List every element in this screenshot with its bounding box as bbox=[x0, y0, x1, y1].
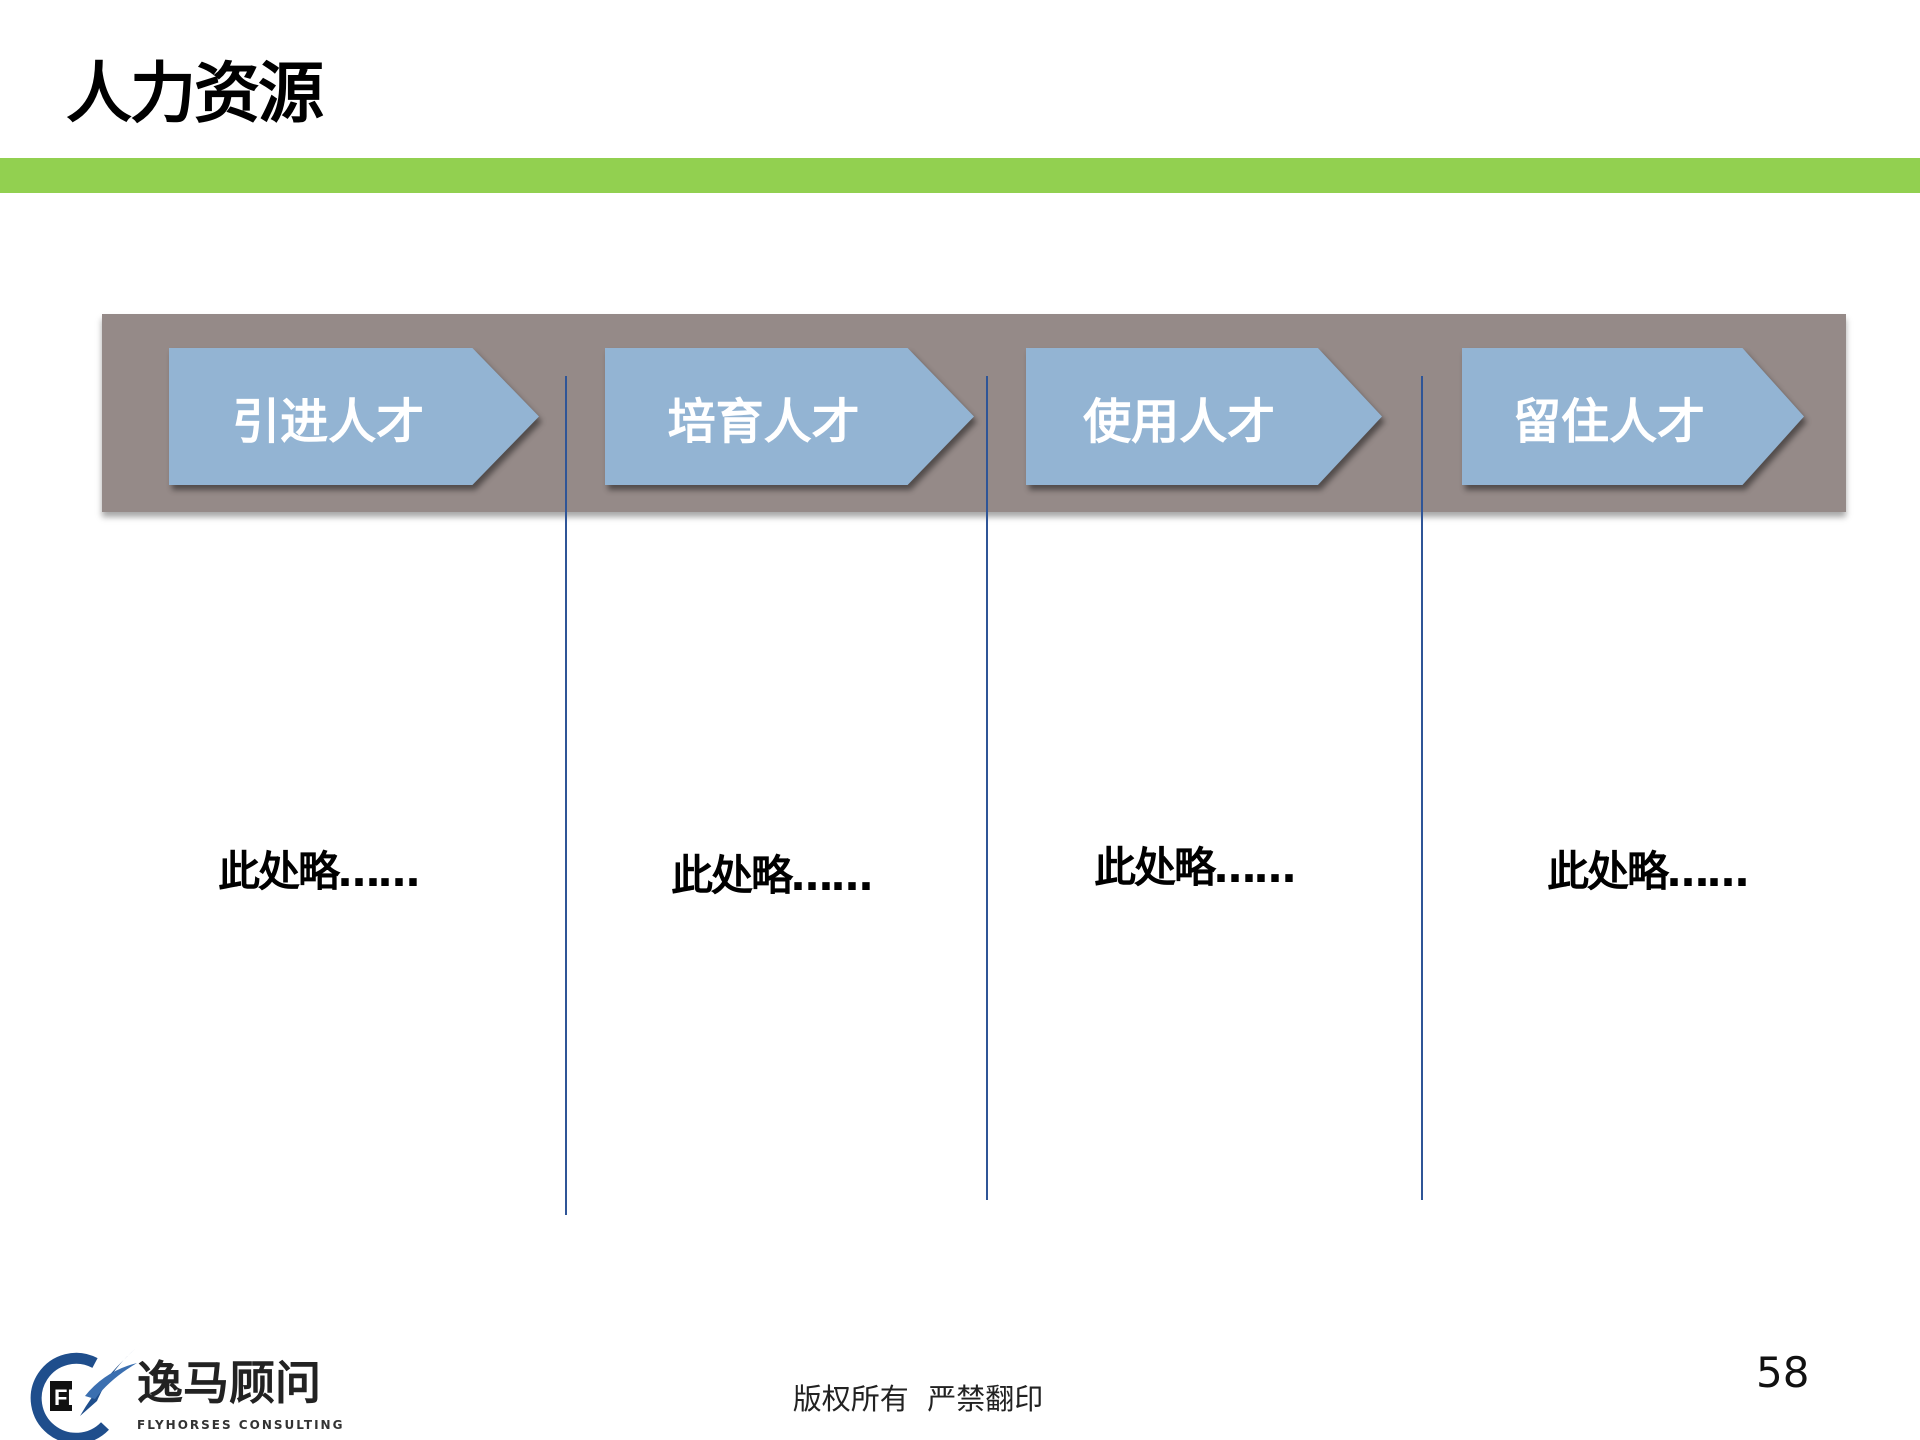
step-note-3: 此处略…… bbox=[1093, 843, 1296, 892]
step-label: 引进人才 bbox=[232, 393, 425, 450]
company-logo: FH 逸马顾问 FLYHORSES CONSULTING bbox=[30, 1349, 344, 1440]
step-label: 使用人才 bbox=[1083, 393, 1276, 450]
column-divider bbox=[986, 376, 988, 1200]
step-note-1: 此处略…… bbox=[217, 847, 420, 896]
page-number: 58 bbox=[1756, 1348, 1810, 1397]
process-step-3: 使用人才 bbox=[1026, 348, 1382, 485]
column-divider bbox=[565, 376, 567, 1215]
logo-en-text: FLYHORSES CONSULTING bbox=[137, 1418, 344, 1432]
step-label: 培育人才 bbox=[667, 393, 860, 450]
page-title: 人力资源 bbox=[66, 55, 324, 132]
process-step-2: 培育人才 bbox=[605, 348, 974, 485]
logo-mark: FH bbox=[54, 1385, 83, 1410]
step-label: 留住人才 bbox=[1513, 393, 1706, 450]
logo-cn-text: 逸马顾问 bbox=[137, 1356, 321, 1410]
step-note-4: 此处略…… bbox=[1546, 847, 1749, 896]
copyright-notice: 版权所有 严禁翻印 bbox=[792, 1382, 1044, 1416]
process-step-4: 留住人才 bbox=[1462, 348, 1804, 485]
title-divider-bar bbox=[0, 158, 1920, 193]
step-note-2: 此处略…… bbox=[670, 851, 873, 900]
process-step-1: 引进人才 bbox=[169, 348, 539, 485]
column-divider bbox=[1421, 376, 1423, 1200]
